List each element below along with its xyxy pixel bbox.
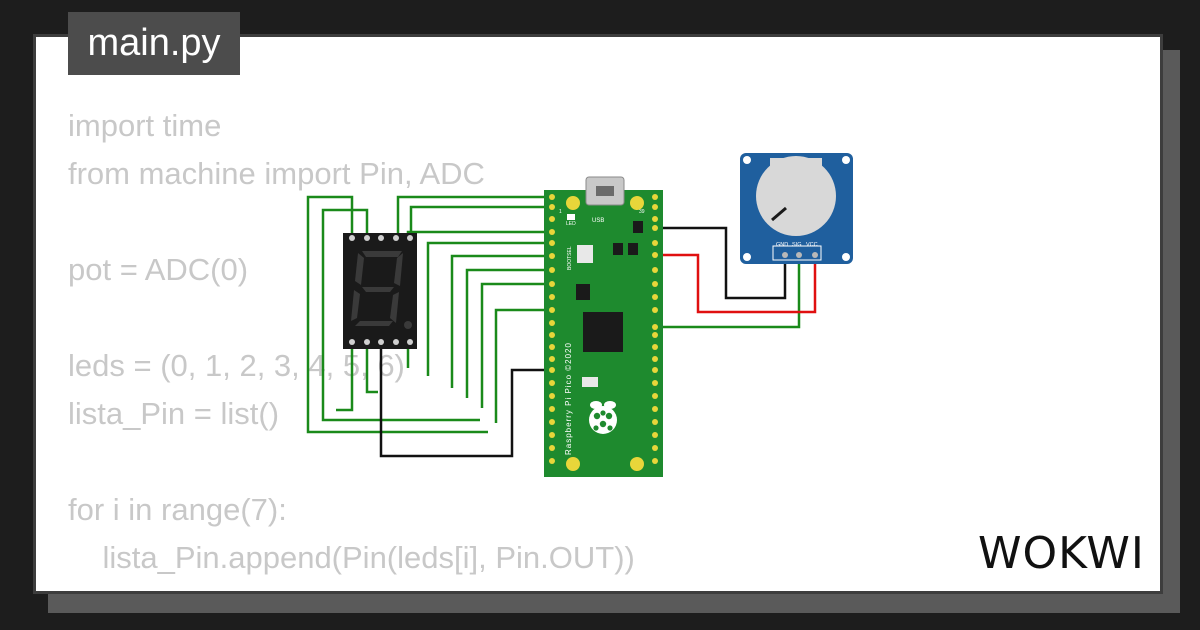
status-led (567, 214, 575, 220)
seven-segment-display[interactable] (343, 233, 417, 349)
rp2040-chip (583, 312, 623, 352)
bootsel-label: BOOTSEL (567, 246, 573, 270)
pico-pins (549, 194, 658, 464)
code-line: from machine import Pin, ADC (68, 156, 485, 191)
code-line: leds = (0, 1, 2, 3, 4, 5, 6) (68, 348, 405, 383)
wokwi-logo-text: WOKWI (978, 528, 1145, 579)
bootsel-button[interactable] (577, 245, 593, 263)
mount-hole (630, 196, 644, 210)
wire-black[interactable] (379, 340, 555, 458)
code-line: for i in range(7): (68, 492, 287, 527)
wire-black-gnd[interactable] (655, 226, 787, 300)
wire-green[interactable] (480, 282, 555, 408)
mount-hole (630, 457, 644, 471)
wire-green[interactable] (336, 340, 354, 412)
display-pins (349, 235, 413, 345)
mount-hole (566, 457, 580, 471)
pot-pins (782, 252, 818, 258)
wire-green[interactable] (465, 268, 555, 398)
led-label: LED (566, 221, 576, 227)
mount-hole (566, 196, 580, 210)
code-line: lista_Pin = list() (68, 396, 280, 431)
wire-green[interactable] (426, 241, 555, 376)
pin-1-label: 1 (559, 209, 562, 215)
black-wires (379, 226, 787, 458)
wire-red-vcc[interactable] (655, 253, 817, 314)
board-name: Raspberry Pi Pico ©2020 (564, 342, 573, 455)
wire-green-sig[interactable] (655, 255, 801, 329)
display-segments (351, 251, 412, 329)
code-line: lista_Pin.append(Pin(leds[i], Pin.OUT)) (68, 540, 635, 575)
pico-board[interactable]: USB LED 1 39 BOOTSEL Raspberry Pi Pico ©… (544, 176, 663, 477)
pot-knob-indicator (771, 206, 787, 222)
wire-green[interactable] (409, 205, 555, 238)
pot-pin-vcc-label: VCC (806, 242, 818, 248)
pin-39-label: 39 (639, 209, 645, 215)
file-tab[interactable]: main.py (68, 12, 240, 75)
potentiometer[interactable]: GND SIG VCC (740, 153, 853, 264)
pot-pin-sig-label: SIG (792, 242, 801, 248)
pot-knob[interactable] (756, 156, 836, 236)
usb-port (596, 186, 614, 196)
pot-pin-gnd-label: GND (776, 242, 788, 248)
wire-green[interactable] (365, 340, 378, 394)
wire-green[interactable] (450, 254, 555, 388)
wokwi-logo: WOKWI (978, 528, 1145, 579)
code-preview: import time from machine import Pin, ADC… (68, 102, 635, 582)
wire-green[interactable] (321, 208, 480, 422)
code-line: pot = ADC(0) (68, 252, 249, 287)
wire-green[interactable] (396, 195, 555, 238)
usb-label: USB (592, 218, 604, 224)
wire-green[interactable] (494, 308, 555, 423)
code-line: import time (68, 108, 222, 143)
